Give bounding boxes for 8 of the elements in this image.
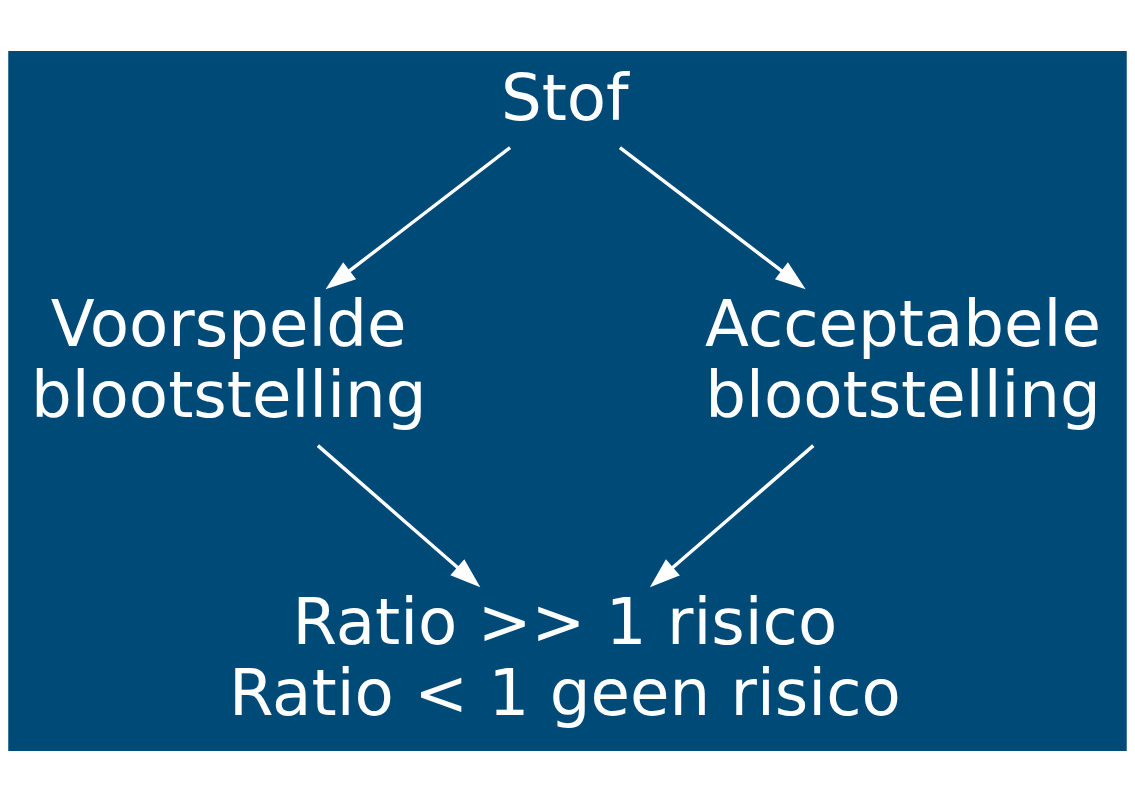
arrow: [649, 443, 815, 587]
node-text: Stof: [500, 59, 629, 134]
node-text: Voorspelde blootstelling: [30, 285, 427, 432]
arrow: [618, 145, 806, 289]
arrow: [325, 145, 512, 289]
arrow: [316, 443, 481, 587]
node-text: Acceptabele blootstelling: [705, 285, 1101, 432]
node-text: Ratio >> 1 risico Ratio < 1 geen risico: [228, 583, 901, 730]
